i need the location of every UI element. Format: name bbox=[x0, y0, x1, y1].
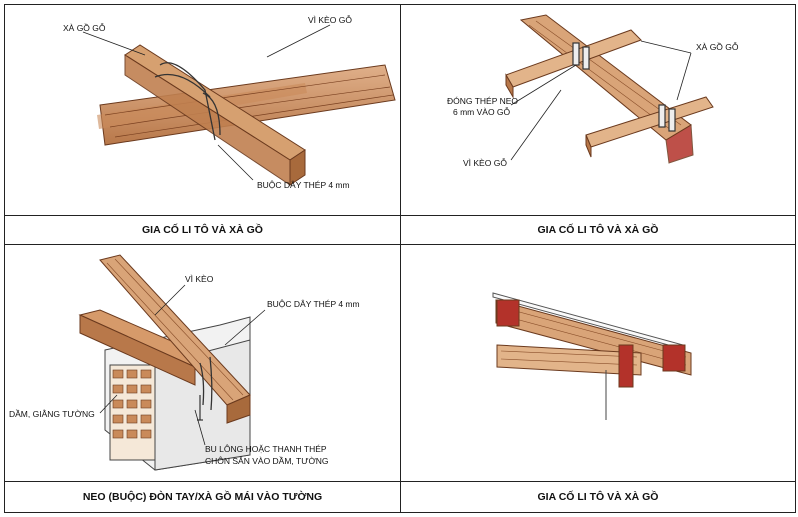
panel-4-illustration bbox=[492, 292, 692, 420]
label-nail-line1: ĐÓNG THÉP NEO bbox=[447, 96, 518, 106]
rafter bbox=[99, 254, 251, 424]
rafter bbox=[495, 299, 692, 376]
post bbox=[618, 344, 634, 388]
panel-2: XÀ GỒ GỖ ĐÓNG THÉP NEO 6 mm VÀO GỖ VÌ KÈ… bbox=[400, 4, 796, 216]
label-beam: DẦM, GIẰNG TƯỜNG bbox=[9, 409, 95, 419]
wire-tie bbox=[199, 356, 213, 411]
panel-1-caption: GIA CỐ LI TÔ VÀ XÀ GỒ bbox=[4, 215, 401, 245]
label-rafter: VÌ KÈO bbox=[185, 274, 214, 284]
label-purlin: XÀ GỒ GỖ bbox=[63, 22, 106, 33]
label-purlin: XÀ GỒ GỖ bbox=[696, 41, 739, 52]
label-wire: BUỘC DÂY THÉP 4 mm bbox=[267, 299, 360, 309]
label-bolt-line1: BU LÔNG HOẶC THANH THÉP bbox=[205, 444, 327, 454]
label-nail-line2: 6 mm VÀO GỖ bbox=[453, 106, 511, 117]
panel-4 bbox=[400, 244, 796, 482]
panel-2-illustration: XÀ GỒ GỖ ĐÓNG THÉP NEO 6 mm VÀO GỖ VÌ KÈ… bbox=[447, 14, 739, 168]
panel-3: VÌ KÈO BUỘC DÂY THÉP 4 mm DẦM, GIẰNG TƯỜ… bbox=[4, 244, 401, 482]
brick-column bbox=[109, 364, 156, 461]
label-rafter: VÌ KÈO GỖ bbox=[308, 14, 352, 25]
panel-1: XÀ GỒ GỖ VÌ KÈO GỖ BUỘC DÂY THÉP 4 mm bbox=[4, 4, 401, 216]
rafter-beam bbox=[519, 14, 694, 164]
label-bolt-line2: CHÔN SẴN VÀO DẦM, TƯỜNG bbox=[205, 455, 329, 466]
purlin-beam bbox=[124, 44, 306, 186]
label-wire: BUỘC DÂY THÉP 4 mm bbox=[257, 180, 350, 190]
panel-1-illustration: XÀ GỒ GỖ VÌ KÈO GỖ BUỘC DÂY THÉP 4 mm bbox=[63, 14, 396, 190]
tie-beam bbox=[496, 344, 642, 376]
panel-3-illustration: VÌ KÈO BUỘC DÂY THÉP 4 mm DẦM, GIẰNG TƯỜ… bbox=[9, 254, 360, 471]
panel-4-caption: GIA CỐ LI TÔ VÀ XÀ GỒ bbox=[400, 481, 796, 513]
panel-2-caption: GIA CỐ LI TÔ VÀ XÀ GỒ bbox=[400, 215, 796, 245]
purlin-block bbox=[496, 299, 686, 372]
purlin-beam-bottom bbox=[585, 96, 714, 158]
label-rafter: VÌ KÈO GỖ bbox=[463, 157, 507, 168]
panel-3-caption: NEO (BUỘC) ĐÒN TAY/XÀ GỒ MÁI VÀO TƯỜNG bbox=[4, 481, 401, 513]
wire-tie bbox=[154, 62, 221, 141]
